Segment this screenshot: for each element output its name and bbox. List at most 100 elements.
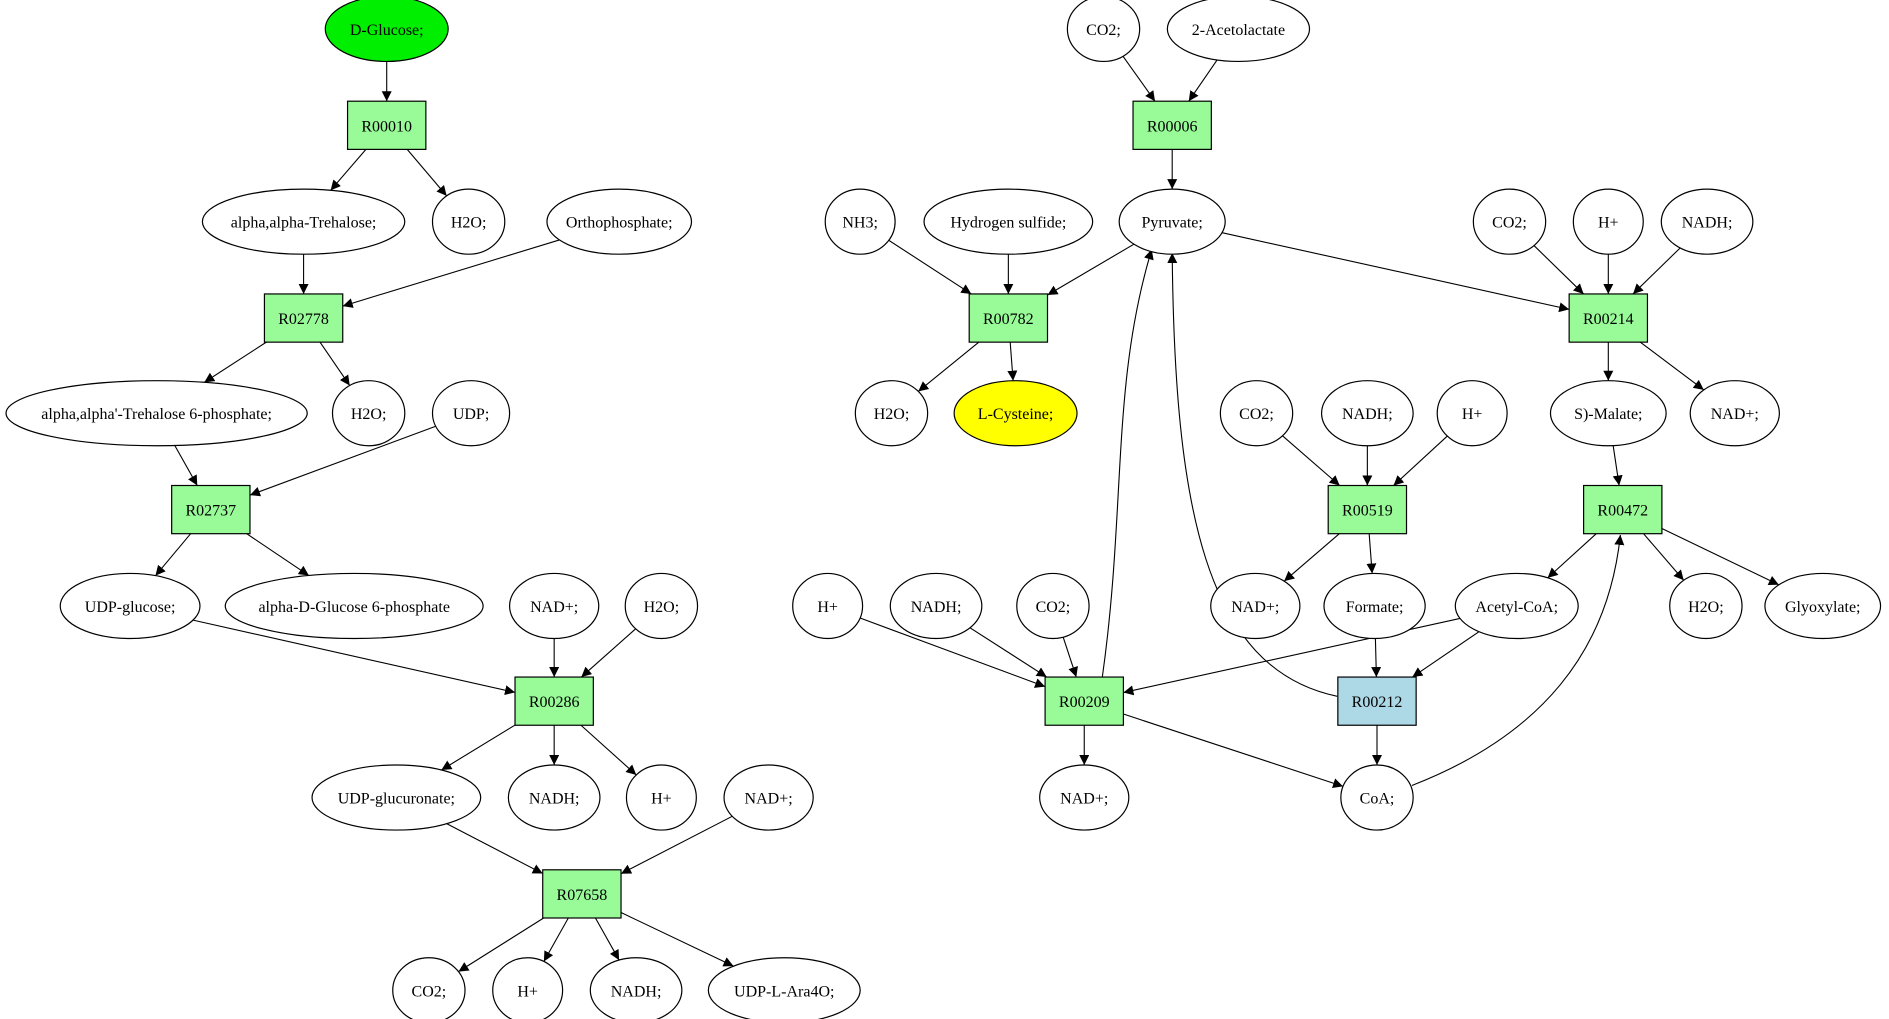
reaction-node-r00006[interactable]: R00006 [1132,100,1212,150]
edge-h2o_c-to-R00286 [580,628,637,678]
compound-node-udplara4o[interactable]: UDP-L-Ara4O; [707,957,861,1019]
reaction-node-r00209[interactable]: R00209 [1044,676,1125,726]
compound-node-h2o_d[interactable]: H2O; [854,380,929,447]
compound-node-h2o_c[interactable]: H2O; [624,572,699,640]
compound-node-co2_e[interactable]: CO2; [1016,572,1090,640]
reaction-node-r02778[interactable]: R02778 [263,293,344,343]
reaction-node-r00472[interactable]: R00472 [1583,484,1663,535]
reaction-box [1568,293,1649,343]
compound-node-co2_a[interactable]: CO2; [392,957,466,1019]
node-label: Glyoxylate; [1785,599,1861,616]
compound-node-formate[interactable]: Formate; [1323,572,1426,640]
reaction-node-r00286[interactable]: R00286 [514,676,594,726]
node-label: NADH; [529,791,580,808]
compound-ellipse [201,188,406,255]
compound-node-udpglucose[interactable]: UDP-glucose; [59,572,201,640]
compound-node-nh3[interactable]: NH3; [824,188,896,255]
compound-ellipse [707,957,861,1019]
reaction-node-r00782[interactable]: R00782 [968,293,1049,343]
compound-ellipse [392,957,466,1019]
compound-ellipse [854,380,929,447]
node-label: H+ [1598,215,1619,232]
compound-node-acetylcoa[interactable]: Acetyl-CoA; [1454,572,1579,640]
edge-R07658-to-co2_a [458,917,544,973]
compound-node-h2o_e[interactable]: H2O; [1669,572,1743,640]
reaction-node-r00212[interactable]: R00212 [1337,676,1417,726]
compound-node-nadp_c[interactable]: NAD+; [1689,380,1780,447]
compound-node-nadh_e[interactable]: NADH; [889,572,983,640]
compound-node-udp[interactable]: UDP; [431,380,511,447]
compound-node-smalate[interactable]: S)-Malate; [1549,380,1667,447]
reaction-node-r02737[interactable]: R02737 [171,484,251,535]
compound-node-udpglucuronate[interactable]: UDP-glucuronate; [311,764,482,831]
reaction-box [171,484,251,535]
compound-ellipse [1689,380,1780,447]
edge-hplus_e-to-R00209 [859,617,1046,688]
node-label: NAD+; [1711,406,1759,423]
compound-ellipse [1454,572,1579,640]
reaction-box [1583,484,1663,535]
edge-nadh_c-to-R00214 [1632,247,1681,295]
compound-node-nadh_c[interactable]: NADH; [1660,188,1754,255]
reaction-node-r00010[interactable]: R00010 [346,100,427,150]
compound-node-hplus_c[interactable]: H+ [1572,188,1644,255]
compound-node-h2s[interactable]: Hydrogen sulfide; [923,188,1094,255]
compound-node-trehalose[interactable]: alpha,alpha-Trehalose; [201,188,406,255]
compound-ellipse [546,188,693,255]
compound-node-nadh_a[interactable]: NADH; [507,764,601,831]
compound-ellipse [1669,572,1743,640]
compound-node-nadp_d[interactable]: NAD+; [1210,572,1301,640]
compound-node-hplus_d[interactable]: H+ [1436,380,1508,447]
reaction-node-r00519[interactable]: R00519 [1327,484,1408,535]
compound-ellipse [431,380,511,447]
node-label: R07658 [557,887,608,904]
compound-ellipse [953,380,1078,447]
compound-node-orthophosphate[interactable]: Orthophosphate; [546,188,693,255]
compound-node-co2_c[interactable]: CO2; [1472,188,1547,255]
compound-node-adglc6p[interactable]: alpha-D-Glucose 6-phosphate [224,572,484,640]
reaction-node-r07658[interactable]: R07658 [542,869,622,919]
node-label: H+ [817,599,838,616]
edge-R00209-to-coa [1123,713,1344,788]
compound-node-trehalose6p[interactable]: alpha,alpha'-Trehalose 6-phosphate; [5,380,308,447]
node-label: NADH; [911,599,962,616]
edge-formate-to-R00212 [1371,638,1382,678]
compound-node-h2o_a[interactable]: H2O; [431,188,506,255]
compound-node-coa[interactable]: CoA; [1340,764,1414,831]
compound-ellipse [1764,572,1882,640]
compound-node-lcysteine[interactable]: L-Cysteine; [953,380,1078,447]
compound-node-nadp_b[interactable]: NAD+; [723,764,814,831]
compound-node-hplus_a[interactable]: H+ [625,764,697,831]
compound-node-acetolactate[interactable]: 2-Acetolactate [1166,0,1311,63]
compound-node-nadh_b[interactable]: NADH; [589,957,683,1019]
edge-R00286-to-hplus_a [580,724,637,776]
compound-node-hplus_e[interactable]: H+ [792,572,864,640]
compound-node-nadh_d[interactable]: NADH; [1320,380,1414,447]
reaction-box [968,293,1049,343]
compound-ellipse [1436,380,1508,447]
compound-ellipse [723,764,814,831]
node-label: S)-Malate; [1574,406,1642,423]
edge-R00519-to-formate [1366,533,1377,574]
reaction-node-r00214[interactable]: R00214 [1568,293,1649,343]
edge-co2_b-to-R00006 [1122,55,1156,102]
compound-node-co2_d[interactable]: CO2; [1219,380,1294,447]
edge-smalate-to-R00472 [1612,445,1623,486]
compound-node-nadp_e[interactable]: NAD+; [1039,764,1130,831]
edge-orthophosphate-to-R02778 [342,239,560,308]
edge-R00782-to-lcysteine [1007,342,1018,381]
compound-ellipse [1118,188,1226,255]
compound-node-dglucose[interactable]: D-Glucose; [324,0,449,63]
compound-node-pyruvate[interactable]: Pyruvate; [1118,188,1226,255]
compound-node-nadp_a[interactable]: NAD+; [508,572,600,640]
reaction-box [514,676,594,726]
node-label: L-Cysteine; [978,406,1054,423]
compound-node-co2_b[interactable]: CO2; [1066,0,1141,63]
compound-node-glyoxylate[interactable]: Glyoxylate; [1764,572,1882,640]
compound-ellipse [889,572,983,640]
node-label: alpha-D-Glucose 6-phosphate [258,599,450,616]
compound-node-h2o_b[interactable]: H2O; [331,380,406,447]
edge-R00472-to-h2o_e [1643,533,1685,581]
compound-node-hplus_b[interactable]: H+ [492,957,564,1019]
node-label: R00212 [1352,694,1403,711]
